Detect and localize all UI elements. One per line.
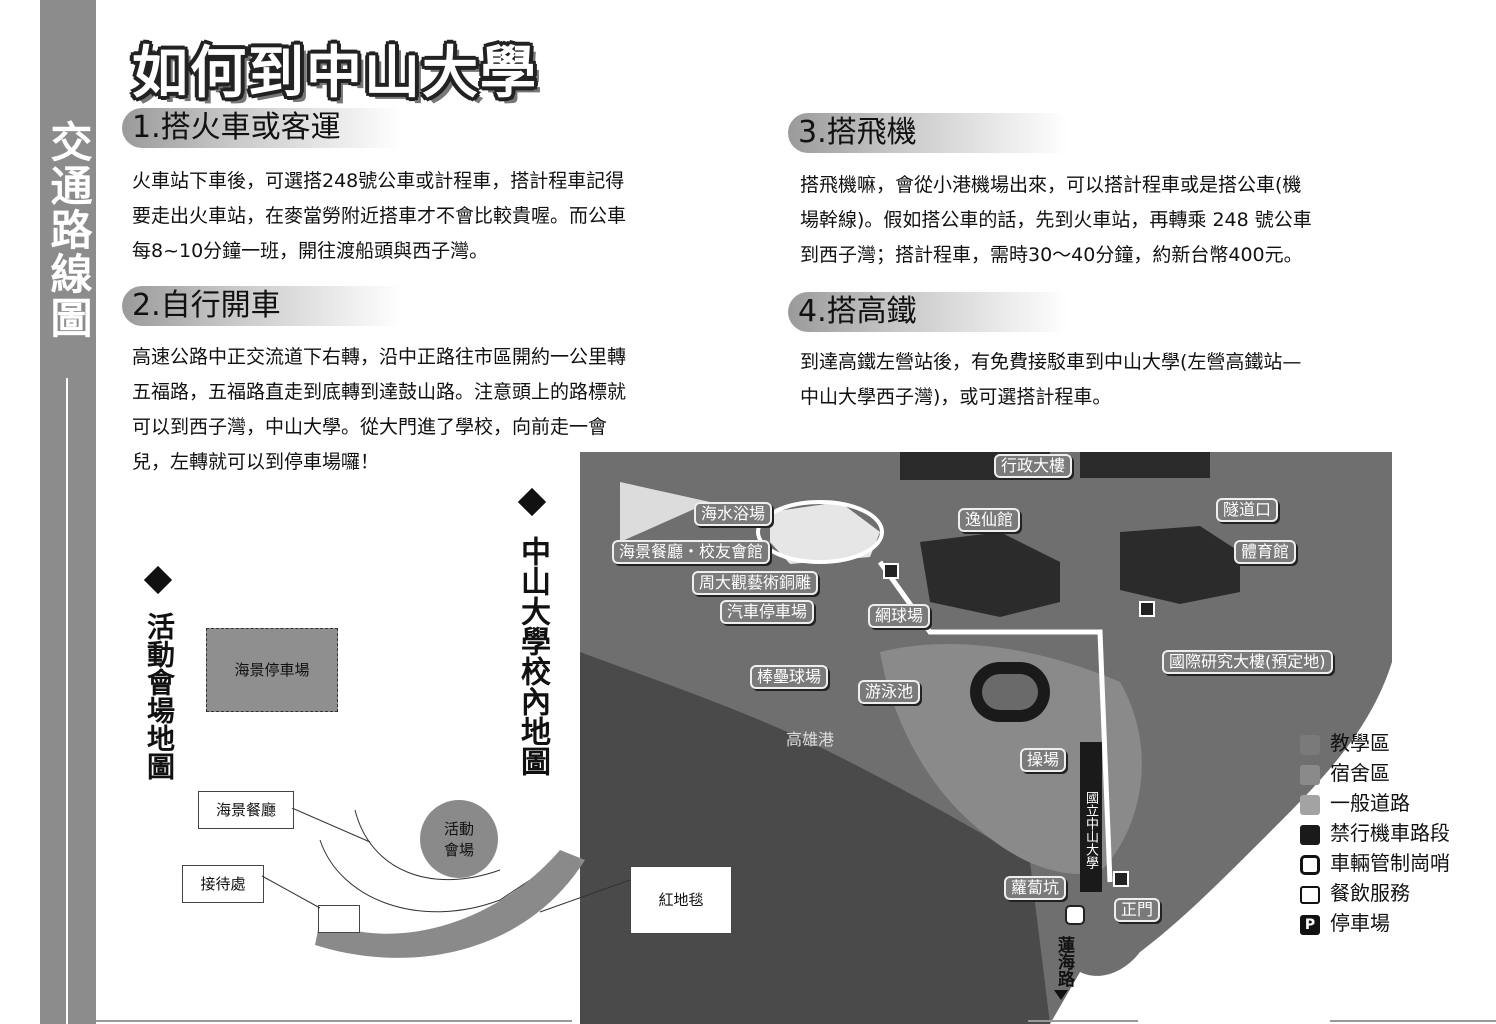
section-4-body: 到達高鐵左營站後，有免費接駁車到中山大學(左營高鐵站— 中山大學西子灣)，或可選… <box>800 345 1400 415</box>
legend-item: 車輛管制崗哨 <box>1300 848 1490 878</box>
road-arrow-icon <box>1054 990 1068 1000</box>
section-4-heading: 4.搭高鐵 <box>788 292 1068 332</box>
map-gate-sign: 國立中山大學 <box>1083 791 1098 869</box>
sidebar-title: 交通路線圖 <box>44 120 93 340</box>
legend-swatch <box>1300 734 1320 755</box>
section-2-body: 高速公路中正交流道下右轉，沿中正路往市區開約一公里轉 五福路，五福路直走到底轉到… <box>132 340 732 480</box>
legend-item: 一般道路 <box>1300 788 1490 818</box>
venue-diagram <box>315 809 585 958</box>
venue-map-title: 活動會場地圖 <box>143 612 176 780</box>
sidebar-divider <box>66 378 68 1024</box>
map-label-sculpture: 周大觀藝術銅雕 <box>692 571 819 595</box>
map-label-field: 操場 <box>1020 748 1067 772</box>
diamond-icon <box>517 487 547 517</box>
section-1-heading: 1.搭火車或客運 <box>122 108 402 148</box>
map-label-gate: 正門 <box>1114 898 1161 922</box>
page-title: 如何到中山大學 <box>132 41 538 106</box>
map-label-road: 蓮海路 <box>1054 936 1074 987</box>
legend-item: 宿舍區 <box>1300 758 1490 788</box>
legend-item: 教學區 <box>1300 728 1490 758</box>
section-3-line: 搭飛機嘛，會從小港機場出來，可以搭計程車或是搭公車(機 <box>800 174 1302 196</box>
section-1-body: 火車站下車後，可選搭248號公車或計程車，搭計程車記得 要走出火車站，在麥當勞附… <box>132 164 732 269</box>
section-3-heading: 3.搭飛機 <box>788 113 1068 153</box>
section-4-line: 中山大學西子灣)，或可選搭計程車。 <box>800 386 1112 408</box>
venue-reception-box: 接待處 <box>182 865 264 903</box>
bottom-rule <box>96 1020 572 1022</box>
parking-icon: P <box>1300 914 1320 935</box>
legend-swatch <box>1300 794 1320 815</box>
section-3-line: 到西子灣；搭計程車，需時30～40分鐘，約新台幣400元。 <box>800 244 1303 266</box>
section-2-line: 高速公路中正交流道下右轉，沿中正路往市區開約一公里轉 <box>132 346 627 368</box>
diamond-icon <box>143 565 173 595</box>
venue-red-carpet-box: 紅地毯 <box>630 866 732 934</box>
map-label-yixian: 逸仙館 <box>958 508 1021 532</box>
map-label-luodang: 蘿蔔坑 <box>1004 876 1067 900</box>
map-label-restaurant: 海景餐廳・校友會館 <box>612 540 771 564</box>
section-2-line: 可以到西子灣，中山大學。從大門進了學校，向前走一會 <box>132 416 608 438</box>
legend-item: 禁行機車路段 <box>1300 818 1490 848</box>
venue-connector-lines <box>261 808 631 913</box>
venue-label-line: 會場 <box>443 841 474 859</box>
map-label-car-park: 汽車停車場 <box>720 600 815 624</box>
section-3-body: 搭飛機嘛，會從小港機場出來，可以搭計程車或是搭公車(機 場幹線)。假如搭公車的話… <box>800 168 1400 273</box>
map-label-beach: 海水浴場 <box>694 502 773 526</box>
legend-item: 餐飲服務 <box>1300 878 1490 908</box>
section-1-line: 要走出火車站，在麥當勞附近搭車才不會比較貴喔。而公車 <box>132 205 627 227</box>
map-label-harbor: 高雄港 <box>786 730 835 749</box>
venue-small-box <box>318 905 360 933</box>
venue-circle: 活動 會場 <box>420 800 498 878</box>
checkpoint-icon <box>1300 854 1320 875</box>
map-label-pool: 游泳池 <box>858 680 921 704</box>
dining-icon <box>1300 885 1320 904</box>
legend-swatch <box>1300 764 1320 785</box>
section-1-line: 每8~10分鐘一班，開往渡船頭與西子灣。 <box>132 240 489 262</box>
map-label-admin: 行政大樓 <box>994 454 1073 478</box>
map-label-intl: 國際研究大樓(預定地) <box>1162 650 1333 674</box>
bottom-rule <box>1028 1020 1138 1022</box>
section-2-heading: 2.自行開車 <box>122 286 402 326</box>
legend-swatch <box>1300 824 1320 845</box>
section-1-line: 火車站下車後，可選搭248號公車或計程車，搭計程車記得 <box>132 170 625 192</box>
bottom-rule <box>1330 1020 1496 1022</box>
section-2-line: 兒，左轉就可以到停車場囉！ <box>132 451 380 473</box>
campus-map-title: 中山大學校內地圖 <box>515 536 550 776</box>
map-label-baseball: 棒壘球場 <box>750 665 829 689</box>
venue-parking-area: 海景停車場 <box>206 628 338 712</box>
map-label-tennis: 網球場 <box>868 604 931 628</box>
section-2-line: 五福路，五福路直走到底轉到達鼓山路。注意頭上的路標就 <box>132 381 627 403</box>
sidebar-band <box>40 0 96 1024</box>
section-4-line: 到達高鐵左營站後，有免費接駁車到中山大學(左營高鐵站— <box>800 351 1302 373</box>
section-3-line: 場幹線)。假如搭公車的話，先到火車站，再轉乘 248 號公車 <box>800 209 1312 231</box>
map-label-tunnel: 隧道口 <box>1216 498 1279 522</box>
campus-map <box>580 452 1392 1024</box>
map-label-gym: 體育館 <box>1234 540 1297 564</box>
venue-restaurant-box: 海景餐廳 <box>198 791 294 829</box>
venue-label-line: 活動 <box>443 820 474 838</box>
